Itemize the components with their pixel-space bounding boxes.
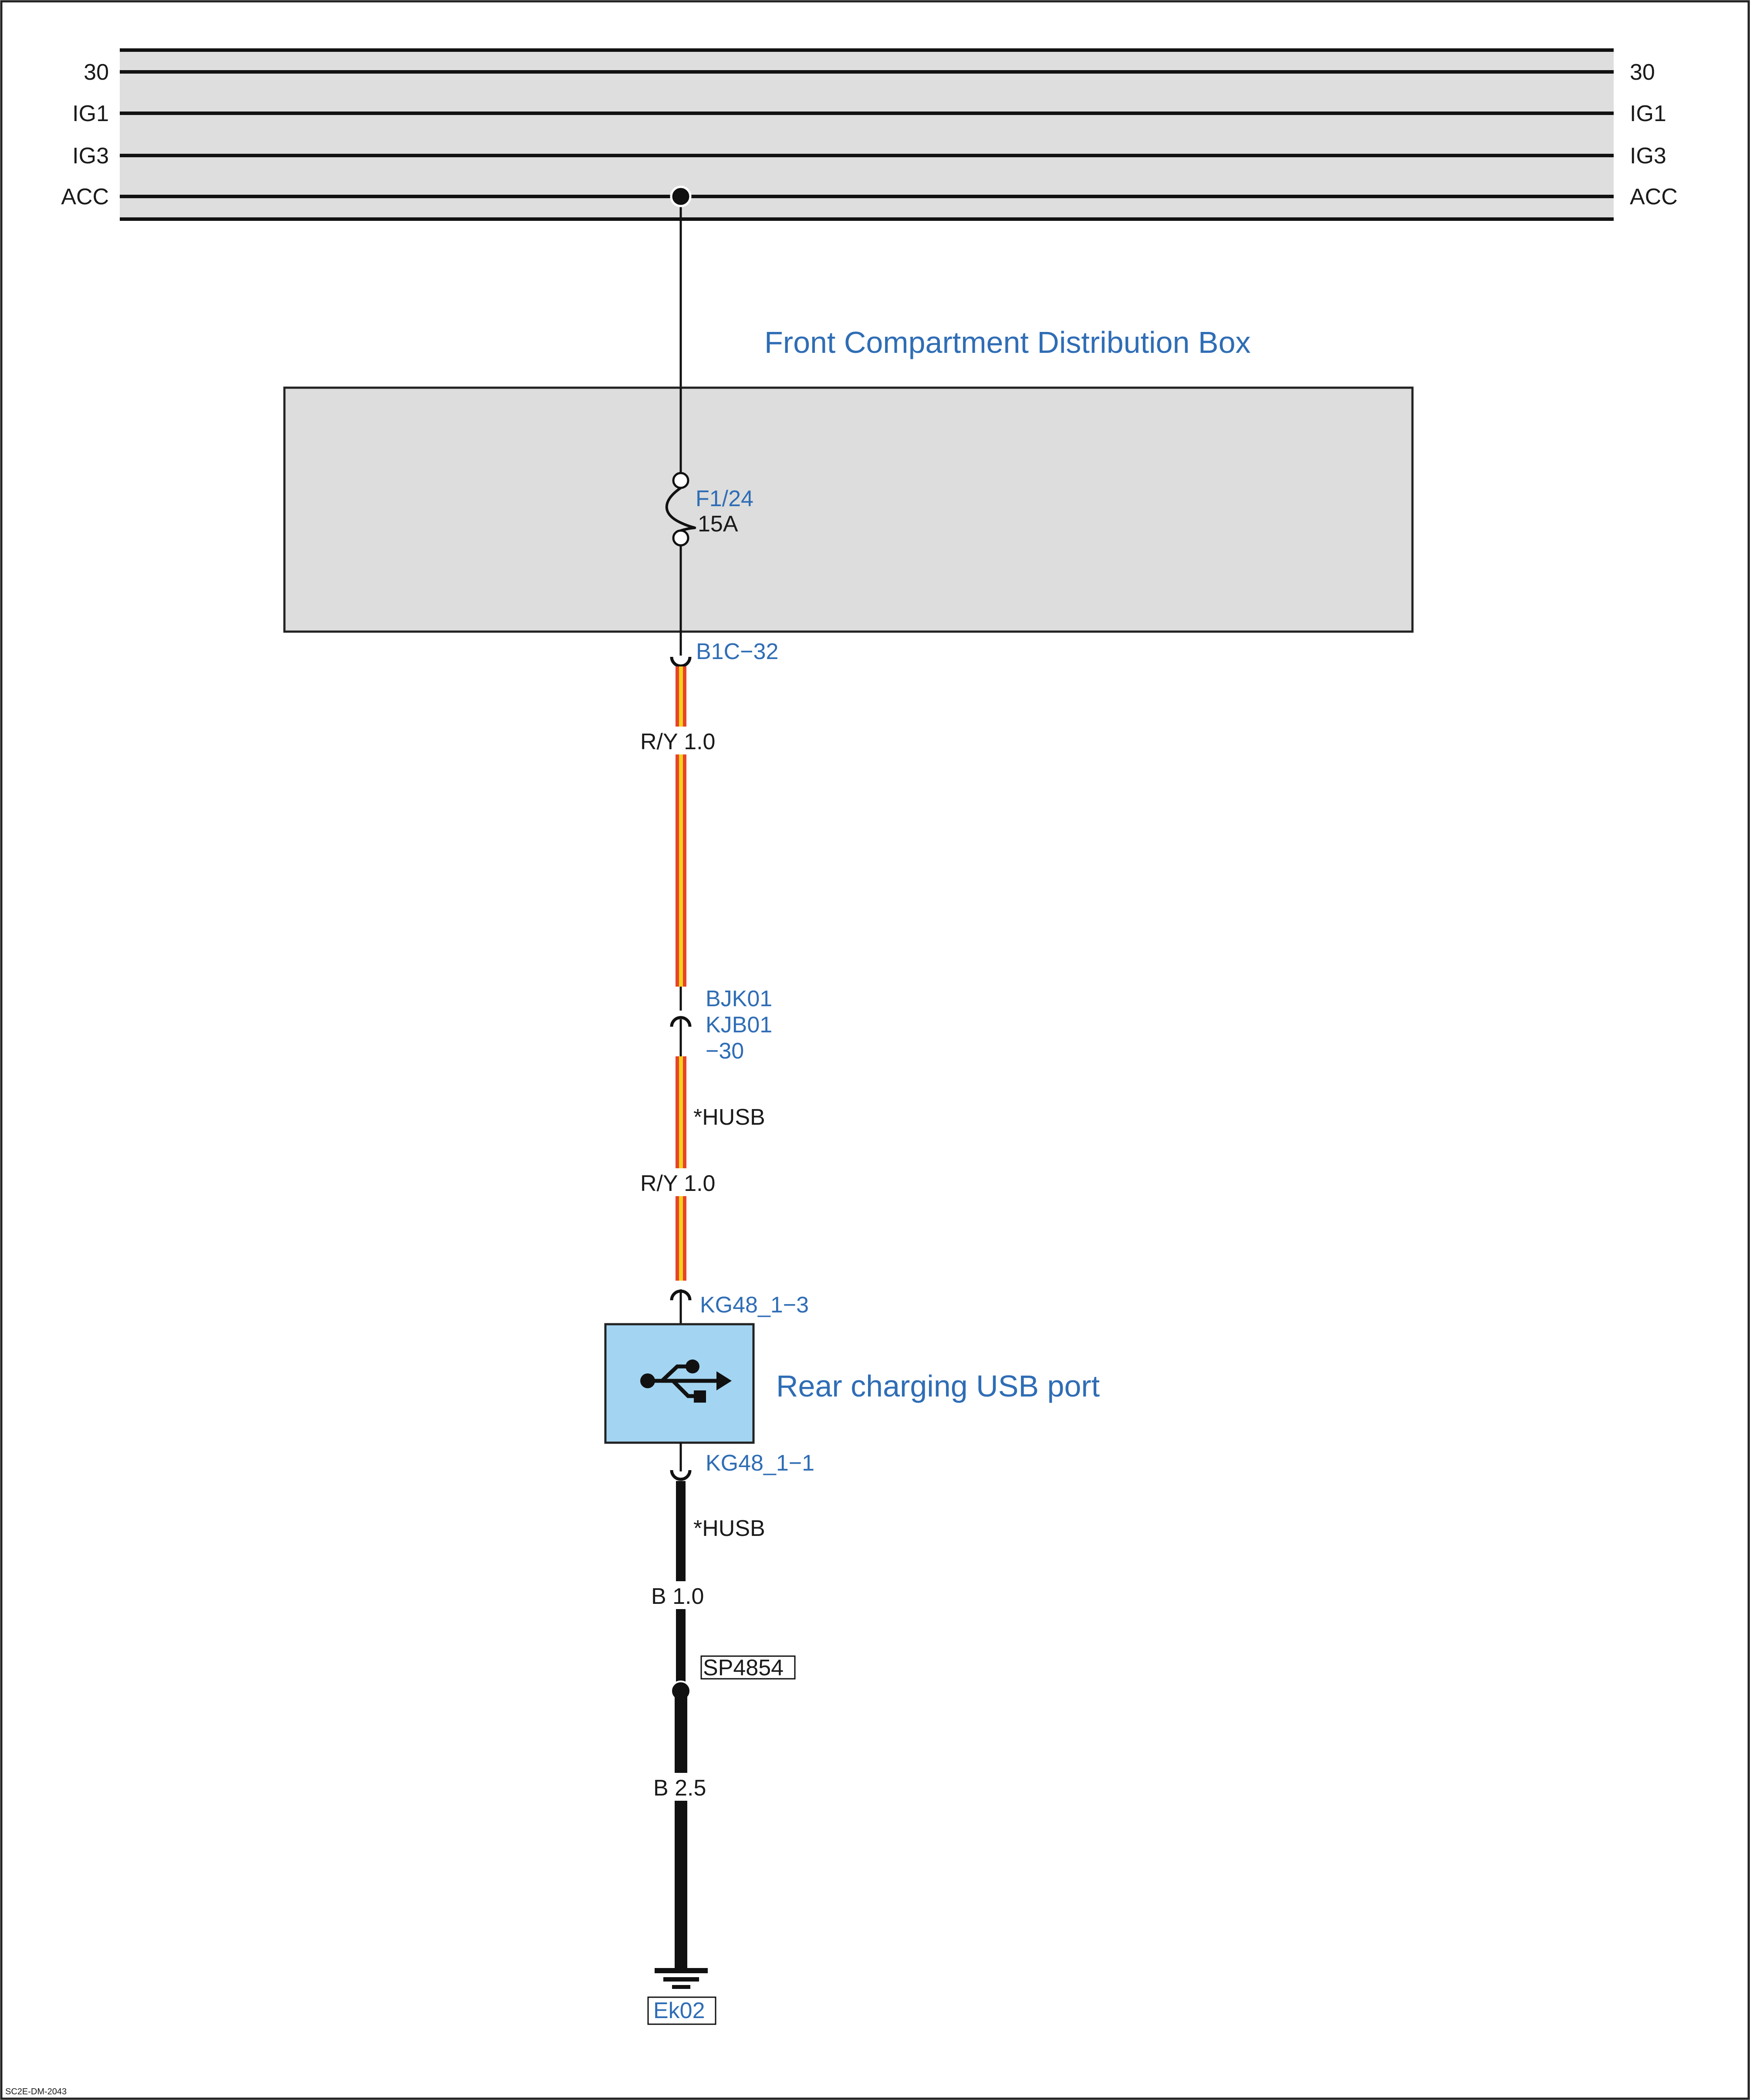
ground-label: Ek02	[653, 1998, 705, 2023]
usb-port-box	[604, 1323, 755, 1444]
connector-b1c-32-label: B1C−32	[696, 639, 778, 664]
option-tag-husb-2: *HUSB	[693, 1516, 765, 1541]
wire-ry-1	[676, 666, 686, 987]
distribution-box	[283, 386, 1414, 633]
connector-kg48-1-3-label: KG48_1−3	[700, 1292, 809, 1318]
wire-b-1-0-label-bg	[649, 1581, 710, 1609]
splice-label: SP4854	[703, 1655, 784, 1681]
fuse-rating: 15A	[698, 511, 738, 537]
rail-label-left-30: 30	[84, 60, 109, 85]
wire-ry-2-label-bg	[638, 1168, 725, 1196]
ground-icon	[655, 1968, 708, 1989]
rail-label-right-acc: ACC	[1630, 184, 1678, 210]
inline-connector-bjk01	[670, 1016, 692, 1027]
fuse-id: F1/24	[696, 486, 753, 511]
wire-ry-2-label: R/Y 1.0	[640, 1171, 715, 1196]
fuse-terminal-top	[672, 472, 689, 489]
fuse-terminal-bottom	[672, 529, 689, 547]
rail-label-left-acc: ACC	[61, 184, 109, 210]
option-tag-husb-1: *HUSB	[693, 1105, 765, 1130]
fuse-symbol	[665, 472, 696, 547]
splice-label-box	[700, 1655, 796, 1680]
rail-band	[120, 50, 1614, 220]
acc-junction-dot	[670, 186, 692, 207]
power-rails: 30 IG1 IG3 ACC 30 IG1 IG3 ACC	[61, 48, 1678, 221]
rail-label-right-30: 30	[1630, 60, 1655, 85]
rail-label-left-ig3: IG3	[72, 143, 109, 169]
wire-ry-1-label-bg	[638, 727, 725, 754]
rail-label-right-ig1: IG1	[1630, 101, 1666, 126]
connector-kg48-1-1-label: KG48_1−1	[706, 1451, 814, 1476]
rail-label-left-ig1: IG1	[72, 101, 109, 126]
wire-b-2-5	[675, 1691, 687, 1973]
inline-connector-label-2: KJB01	[706, 1012, 772, 1038]
connector-b1c-32	[670, 656, 692, 668]
ground-label-box	[647, 1996, 716, 2025]
distribution-box-title: Front Compartment Distribution Box	[764, 325, 1251, 359]
wire-ry-1-yellow-stripe	[679, 666, 683, 987]
fuse-element	[665, 487, 696, 532]
inline-connector-label-3: −30	[706, 1038, 744, 1064]
usb-icon	[640, 1359, 732, 1403]
rail-label-right-ig3: IG3	[1630, 143, 1666, 169]
diagram-code: SC2E-DM-2043	[5, 2087, 67, 2097]
wire-b-1-0-label: B 1.0	[651, 1584, 704, 1609]
wire-ry-1-label: R/Y 1.0	[640, 729, 715, 754]
usb-port-name: Rear charging USB port	[776, 1369, 1100, 1403]
connector-kg48-1-1	[670, 1470, 692, 1481]
wire-b-2-5-label-bg	[651, 1773, 712, 1801]
wire-b-2-5-label: B 2.5	[653, 1775, 706, 1801]
inline-connector-label-1: BJK01	[706, 986, 772, 1011]
